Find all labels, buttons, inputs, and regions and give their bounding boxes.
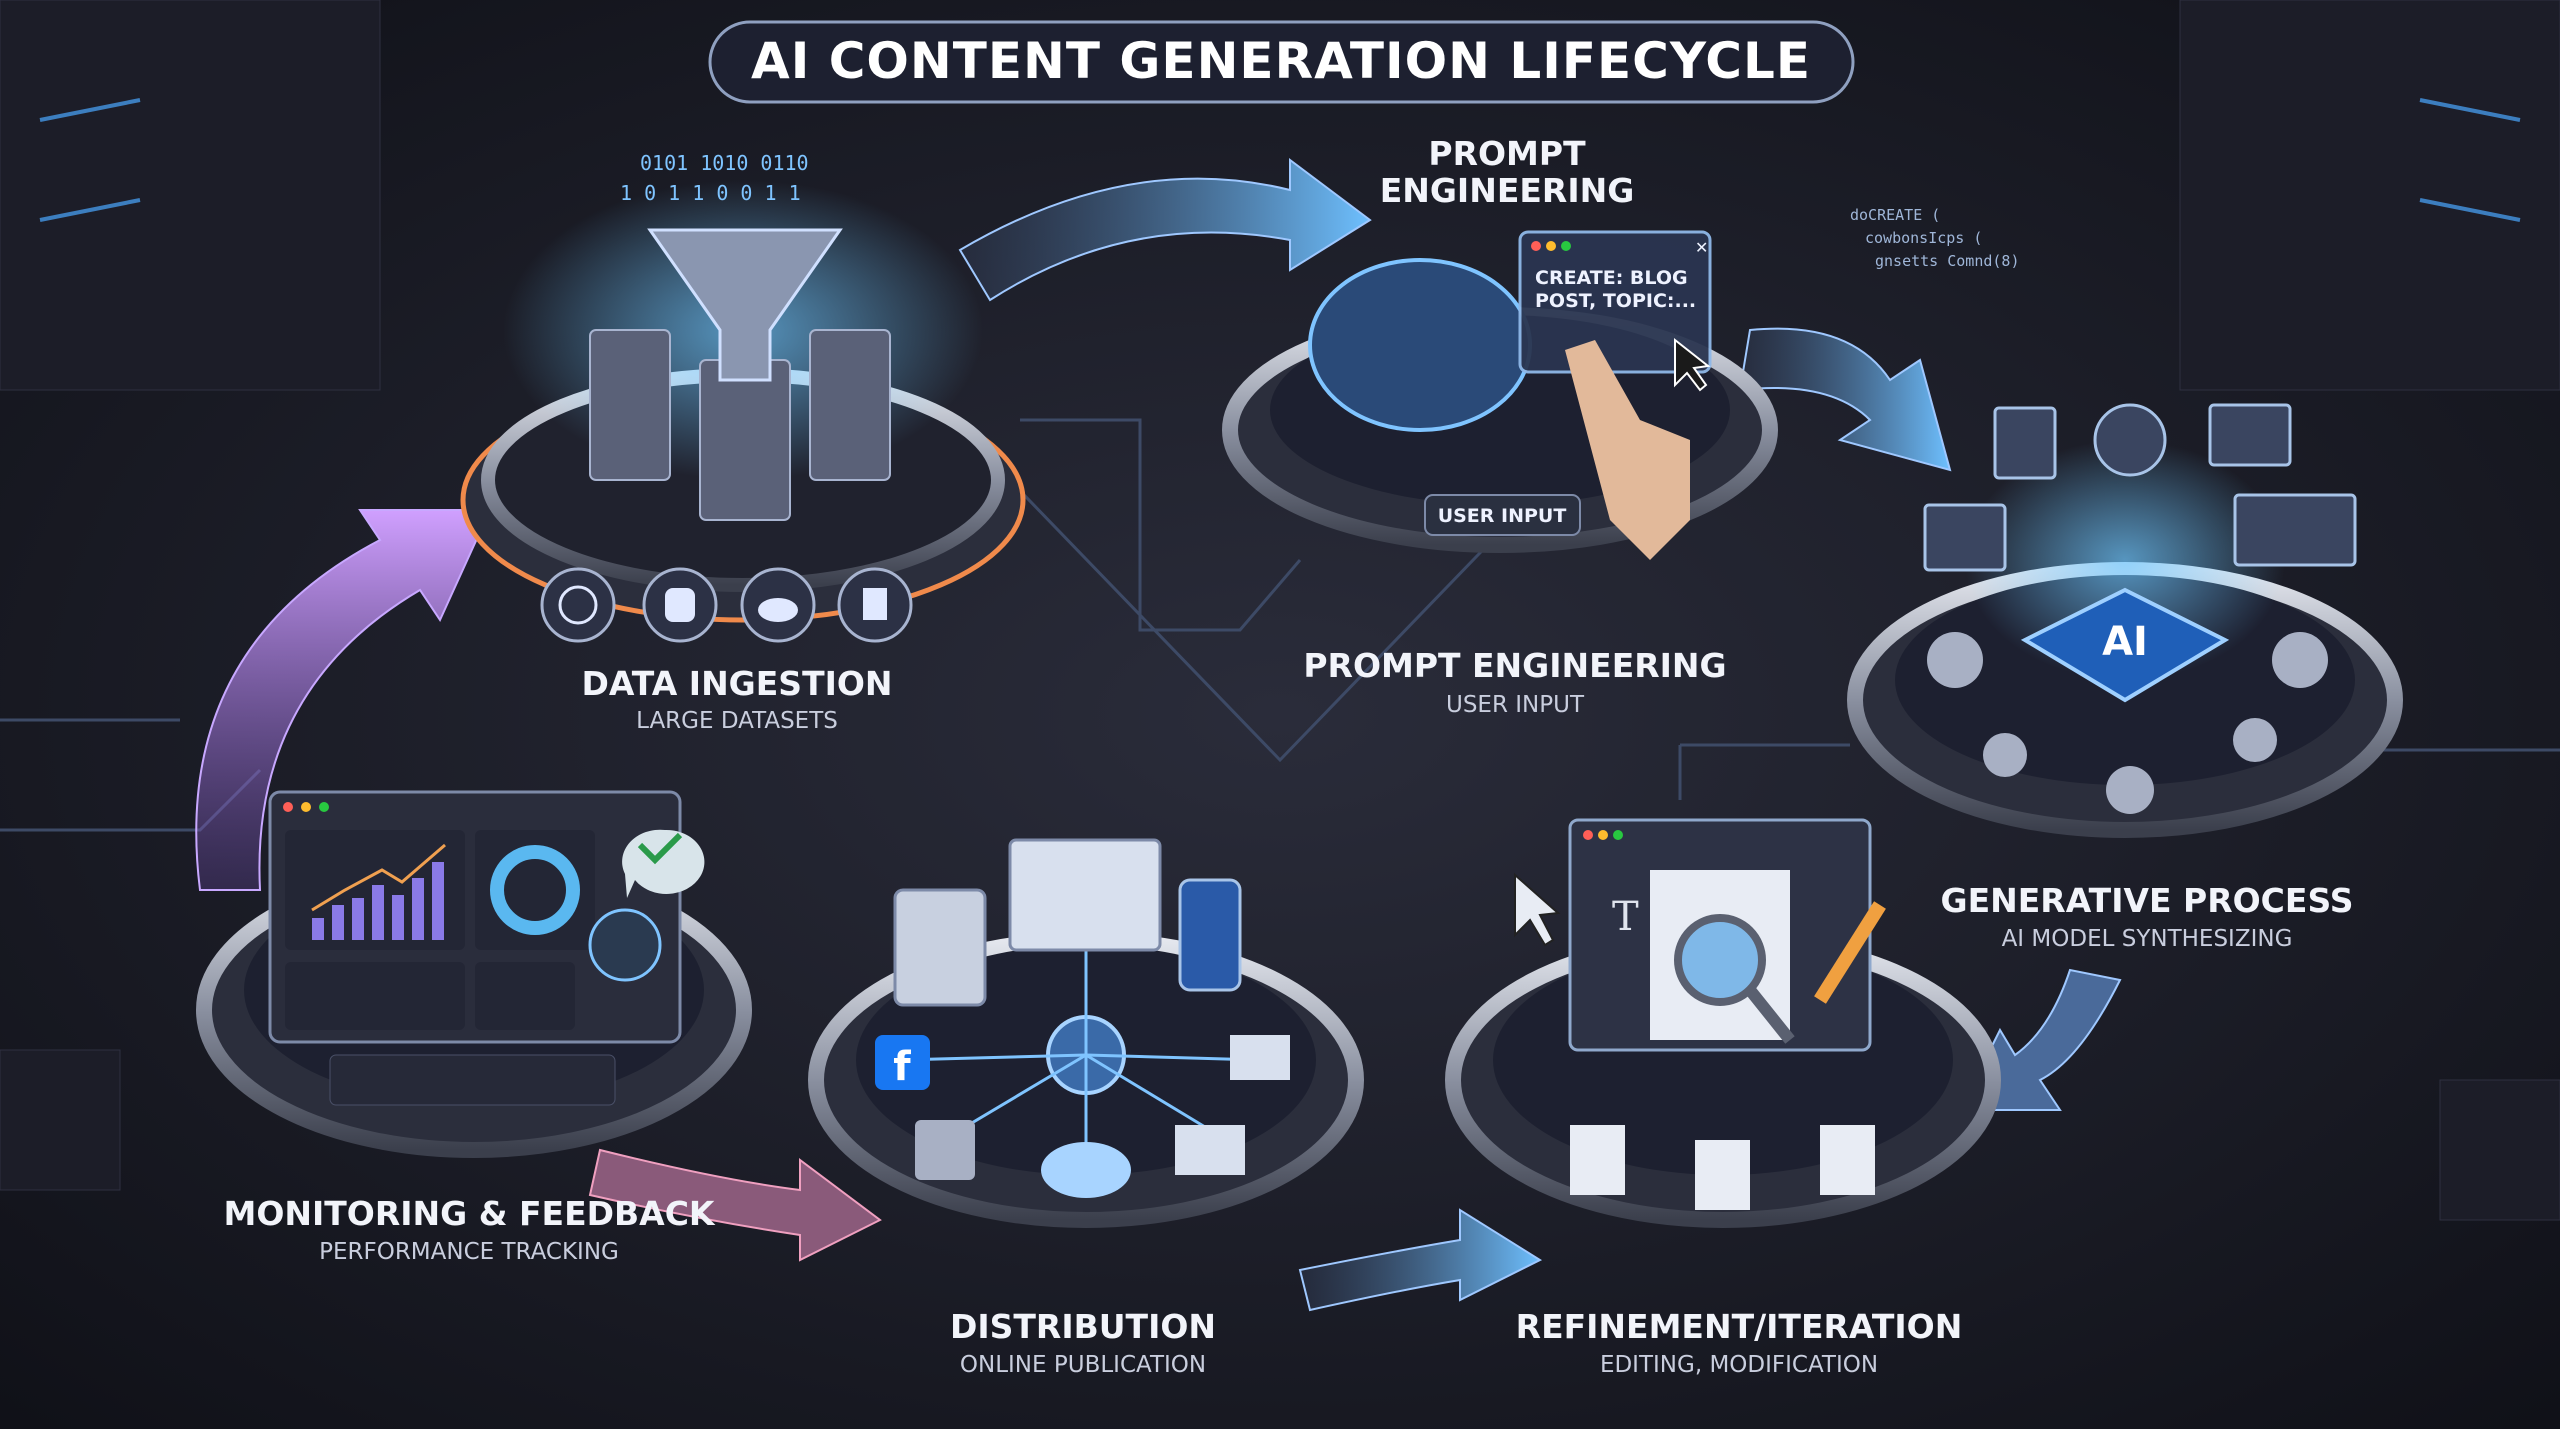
user-input-badge [1424, 494, 1581, 536]
arrow-refinement-to-distribution [1298, 1208, 1543, 1312]
brain-icon [1308, 258, 1532, 432]
svg-text:f: f [893, 1044, 911, 1090]
email-icon [1175, 1125, 1245, 1175]
svg-text:POST, TOPIC:...: POST, TOPIC:... [1535, 290, 1696, 312]
stage-label: DATA INGESTION [581, 664, 892, 703]
svg-text:doCREATE (: doCREATE ( [1850, 206, 1940, 224]
server-stack-icon [589, 329, 891, 521]
email-icon [1230, 1035, 1290, 1080]
browser-window-icon [1008, 838, 1162, 952]
cloud-icon [1041, 1142, 1131, 1198]
stage-sublabel: AI MODEL SYNTHESIZING [2002, 926, 2293, 952]
svg-text:gnsetts Comnd(8): gnsetts Comnd(8) [1875, 252, 2020, 270]
svg-text:1 0 1 1 0 0 1 1: 1 0 1 1 0 0 1 1 [620, 181, 801, 205]
page-title: AI CONTENT GENERATION LIFECYCLE [751, 32, 1811, 90]
stage-refinement-iteration[interactable]: T REFINEMENT/ITERATION EDITING, MODIFICA… [1445, 818, 2001, 1378]
prompt-window[interactable]: ✕ CREATE: BLOG POST, TOPIC:... [1518, 230, 1712, 374]
svg-text:✕: ✕ [1695, 238, 1708, 257]
head-growth-icon [588, 908, 662, 982]
text-doc-icon [1993, 406, 2057, 480]
stage-generative-process[interactable]: AI GENERATIVE PROCESS AI MODEL SYNTHESIZ… [1847, 403, 2403, 952]
editor-window: T [1568, 818, 1886, 1052]
arrow-prompt-to-generative [1738, 327, 1952, 472]
network-icon [2093, 403, 2167, 477]
stacked-docs-icon [1923, 503, 2007, 572]
analytics-dashboard [268, 790, 705, 1044]
cursor-icon [1514, 872, 1561, 947]
stage-prompt-engineering[interactable]: PROMPT ENGINEERING ✕ CREATE: BLOG POST, … [1222, 134, 2020, 718]
svg-text:T: T [1612, 894, 1639, 940]
stage-label: MONITORING & FEEDBACK [223, 1194, 715, 1233]
tablet-icon [893, 888, 987, 1007]
globe-icon [540, 567, 616, 643]
stage-distribution[interactable]: f DISTRIBUTION ONLINE PUBLICATION [808, 838, 1364, 1378]
pointing-hand-icon [1565, 340, 1690, 560]
version-docs [1570, 1125, 1875, 1210]
stage-data-ingestion[interactable]: 0101 1010 0110 1 0 1 1 0 0 1 1 DATA INGE… [460, 151, 1026, 734]
stage-label: GENERATIVE PROCESS [1941, 881, 2354, 920]
svg-text:USER INPUT: USER INPUT [1438, 505, 1567, 527]
stage-top-label: PROMPT [1428, 134, 1586, 173]
magnifier-icon [1674, 914, 1766, 1006]
pencil-icon [1814, 901, 1886, 1004]
flow-arrows [195, 158, 2122, 1312]
server-rack-decor [0, 0, 2560, 1221]
stage-monitoring-feedback[interactable]: MONITORING & FEEDBACK PERFORMANCE TRACKI… [196, 790, 752, 1265]
funnel-icon [647, 228, 843, 382]
stage-sublabel: PERFORMANCE TRACKING [319, 1239, 619, 1265]
stage-top-label: ENGINEERING [1380, 171, 1635, 210]
image-icon [2208, 403, 2292, 467]
svg-text:AI: AI [2102, 619, 2148, 665]
title-banner [708, 20, 1855, 104]
arrow-monitoring-to-distribution [588, 1148, 882, 1262]
stage-label: PROMPT ENGINEERING [1303, 646, 1726, 685]
svg-text:cowbonsIcps (: cowbonsIcps ( [1865, 229, 1982, 247]
gear-icon [1927, 632, 2328, 814]
cursor-icon [1674, 337, 1711, 392]
data-source-icons [540, 567, 913, 643]
code-window-icon [2233, 493, 2357, 567]
line-chart-widget [475, 962, 575, 1030]
ai-chip-icon: AI [2020, 587, 2230, 703]
stage-sublabel: EDITING, MODIFICATION [1600, 1352, 1878, 1378]
output-icons [1923, 403, 2357, 572]
stage-sublabel: USER INPUT [1446, 692, 1585, 718]
phone-tiktok-icon [1178, 878, 1242, 992]
svg-text:0101 1010 0110: 0101 1010 0110 [640, 151, 809, 175]
stage-sublabel: ONLINE PUBLICATION [960, 1352, 1206, 1378]
server-icon [915, 1120, 975, 1180]
svg-text:CREATE: BLOG: CREATE: BLOG [1535, 267, 1688, 289]
stage-label: REFINEMENT/ITERATION [1516, 1307, 1963, 1346]
facebook-icon [875, 1035, 930, 1090]
arrow-ingestion-to-prompt [958, 158, 1372, 302]
stage-label: DISTRIBUTION [950, 1307, 1216, 1346]
small-charts-widget [285, 962, 465, 1030]
summary-bar [329, 1054, 616, 1106]
arrow-monitoring-to-ingestion [195, 509, 492, 891]
stage-sublabel: LARGE DATASETS [636, 708, 838, 734]
